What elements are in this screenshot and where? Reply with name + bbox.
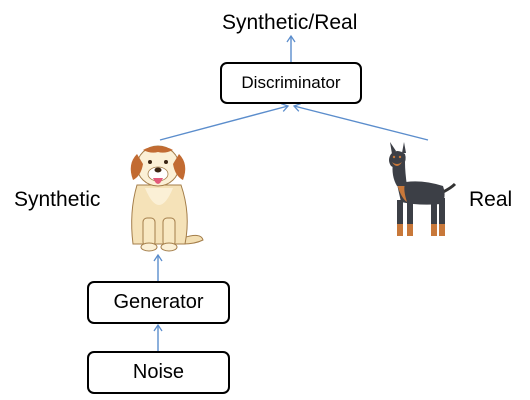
output-label: Synthetic/Real	[222, 11, 358, 34]
noise-label: Noise	[132, 361, 185, 383]
real-label: Real	[469, 188, 513, 211]
generator-box: Generator	[87, 281, 230, 324]
synthetic-dog-image	[130, 145, 204, 252]
discriminator-label: Discriminator	[241, 73, 341, 92]
generator-label: Generator	[113, 291, 204, 313]
real-dog-image	[389, 142, 457, 236]
real-to-discriminator-arrow	[292, 102, 429, 141]
noise-box: Noise	[87, 351, 230, 394]
synthetic-to-discriminator-arrow	[159, 103, 290, 141]
synthetic-label: Synthetic	[14, 188, 101, 211]
discriminator-box: Discriminator	[220, 62, 362, 104]
